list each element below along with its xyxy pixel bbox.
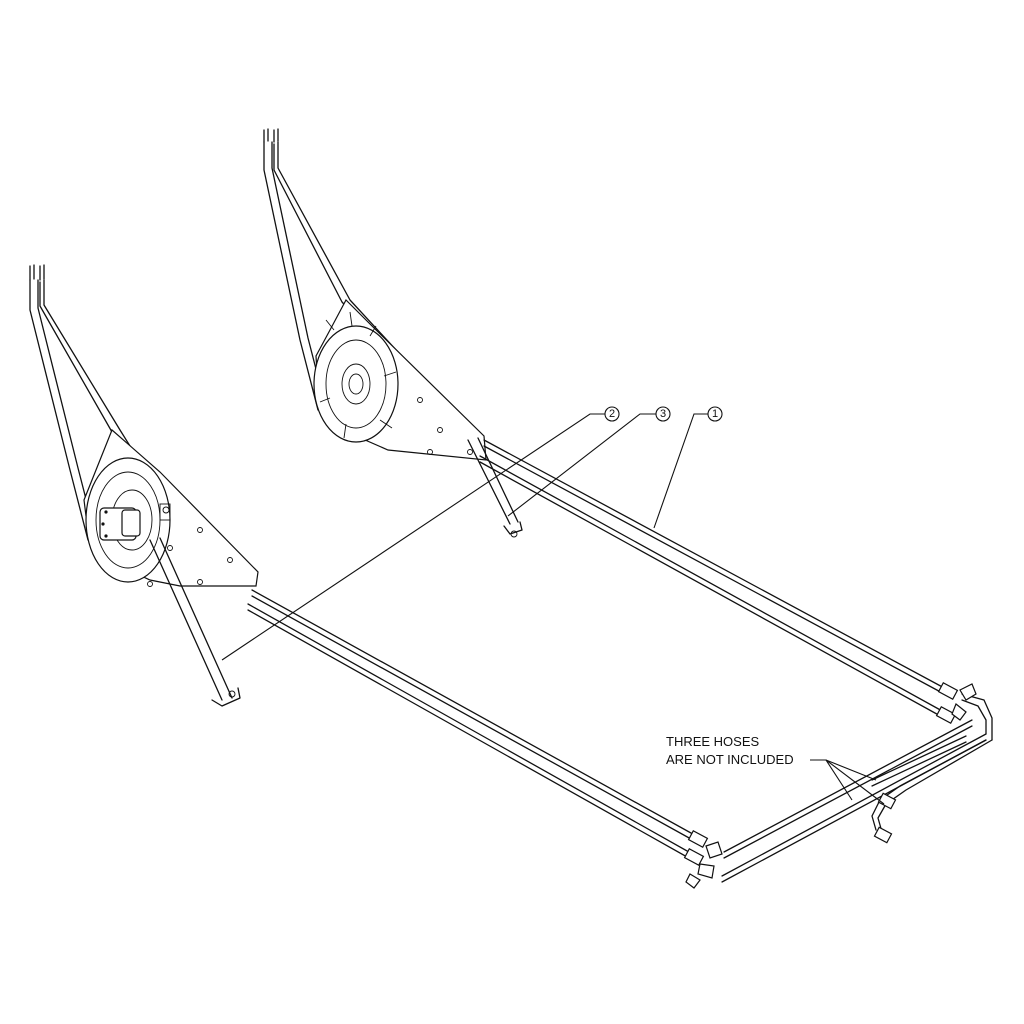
callout-1: 1 [707,406,723,422]
note-line-1: THREE HOSES [666,734,760,749]
fittings [683,682,977,889]
note-line-2: ARE NOT INCLUDED [666,752,794,767]
callout-2: 2 [604,406,620,422]
callout-2-label: 2 [609,408,615,420]
callout-leaders [221,413,885,805]
callout-3-label: 3 [660,408,666,420]
callout-3: 3 [655,406,671,422]
left-arm-assembly [29,264,259,707]
hose-note: THREE HOSES ARE NOT INCLUDED [666,734,794,767]
right-arm-assembly [263,128,523,538]
hydraulic-tubes [247,439,993,883]
callout-1-label: 1 [712,408,718,420]
